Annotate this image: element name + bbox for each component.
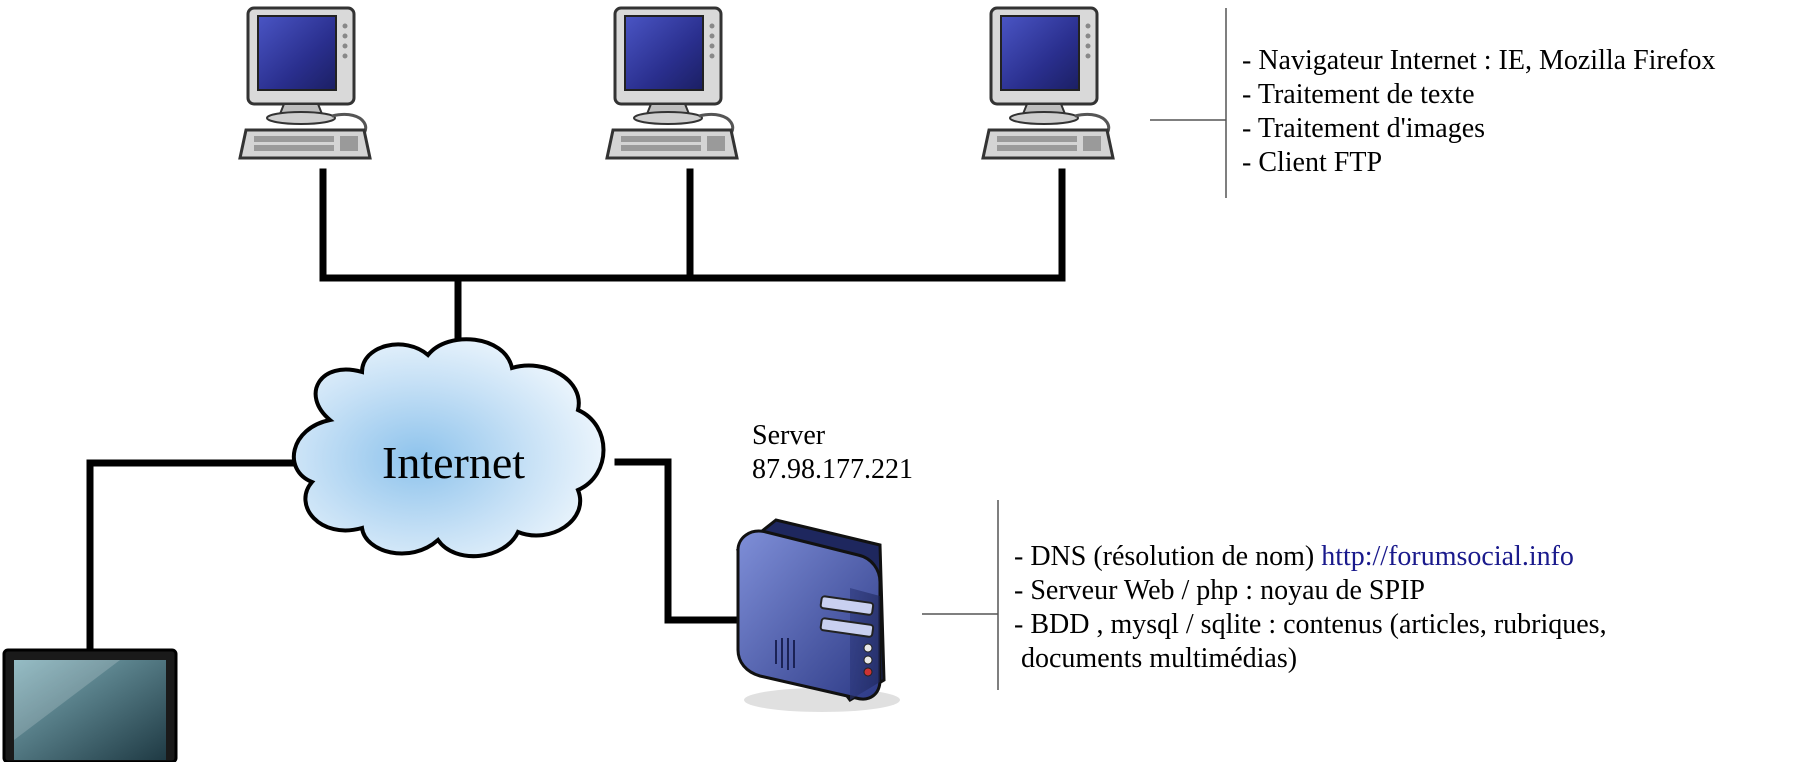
list-item: - Navigateur Internet : IE, Mozilla Fire… xyxy=(1242,45,1716,76)
server-ip: 87.98.177.221 xyxy=(752,454,913,485)
laptop-icon xyxy=(2,648,178,762)
list-item: - DNS (résolution de nom) http://forumso… xyxy=(1014,540,1607,574)
list-item: documents multimédias) xyxy=(1014,643,1298,674)
cloud-icon xyxy=(292,337,606,559)
list-item: - BDD , mysql / sqlite : contenus (artic… xyxy=(1014,609,1607,640)
desktop-computer-icon xyxy=(605,6,739,160)
site-link[interactable]: http://forumsocial.info xyxy=(1321,541,1574,572)
desktop-computer-icon xyxy=(238,6,372,160)
server-name: Server xyxy=(752,420,826,451)
list-item: - Traitement de texte xyxy=(1242,79,1475,110)
server-tower-icon xyxy=(735,518,900,712)
cloud-label: Internet xyxy=(382,437,526,488)
list-item: - Traitement d'images xyxy=(1242,113,1486,144)
network-connections xyxy=(86,168,1066,652)
dns-label: - DNS (résolution de nom) xyxy=(1014,541,1322,572)
list-item: - Serveur Web / php : noyau de SPIP xyxy=(1014,575,1425,606)
server-features-list: - DNS (résolution de nom) http://forumso… xyxy=(1014,540,1607,676)
desktop-computer-icon xyxy=(981,6,1115,160)
client-features-list: - Navigateur Internet : IE, Mozilla Fire… xyxy=(1242,44,1716,180)
list-item: - Client FTP xyxy=(1242,147,1383,178)
annotation-brackets xyxy=(922,8,1227,690)
